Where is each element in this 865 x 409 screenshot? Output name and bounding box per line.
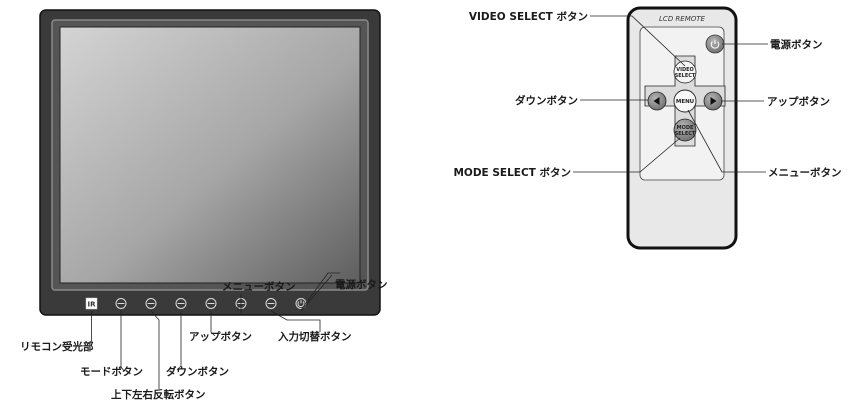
label-power-button: 電源ボタン bbox=[335, 278, 388, 291]
remote-title: LCD REMOTE bbox=[659, 15, 706, 23]
monitor-screen bbox=[59, 26, 361, 284]
remote-leaders bbox=[573, 15, 768, 173]
remote-menu-text: MENU bbox=[676, 99, 694, 105]
remote-control: LCD REMOTE VIDEO SELECT MENU MODE SELECT bbox=[573, 6, 768, 250]
remote-mode-select-text: MODE bbox=[677, 125, 694, 131]
remote-mode-select-button[interactable] bbox=[673, 118, 697, 142]
remote-video-select-text: VIDEO bbox=[676, 67, 694, 73]
label-remote-down-button: ダウンボタン bbox=[515, 94, 578, 107]
monitor-leaders bbox=[86, 272, 340, 389]
ir-receiver bbox=[85, 297, 98, 310]
remote-menu-button[interactable] bbox=[673, 89, 697, 113]
label-down-button: ダウンボタン bbox=[166, 365, 229, 378]
ir-icon: IR bbox=[88, 301, 97, 309]
monitor: IR bbox=[39, 9, 381, 389]
remote-video-select-button[interactable] bbox=[673, 60, 697, 84]
label-up-button: アップボタン bbox=[189, 330, 252, 343]
flip-button[interactable] bbox=[145, 298, 157, 309]
label-remote-menu-button: メニューボタン bbox=[768, 166, 842, 179]
label-mode-button: モードボタン bbox=[80, 365, 143, 378]
input-button[interactable] bbox=[265, 298, 277, 309]
label-remote-up-button: アップボタン bbox=[767, 95, 830, 108]
label-flip-button: 上下左右反転ボタン bbox=[111, 388, 206, 401]
remote-power-icon bbox=[710, 41, 720, 49]
left-arrow-icon bbox=[653, 97, 660, 105]
right-arrow-icon bbox=[710, 97, 717, 105]
remote-mode-select-text-2: SELECT bbox=[675, 131, 696, 137]
label-mode-select-button: MODE SELECT ボタン bbox=[453, 166, 571, 179]
label-input-button: 入力切替ボタン bbox=[278, 330, 352, 343]
down-button[interactable] bbox=[175, 298, 187, 309]
remote-video-select-text-2: SELECT bbox=[675, 73, 696, 79]
label-menu-button: メニューボタン bbox=[222, 280, 296, 293]
label-video-select-button: VIDEO SELECT ボタン bbox=[469, 10, 588, 23]
up-button[interactable] bbox=[205, 298, 217, 309]
mode-button[interactable] bbox=[115, 298, 127, 309]
label-remote-power-button: 電源ボタン bbox=[770, 38, 823, 51]
label-ir-receiver: リモコン受光部 bbox=[20, 340, 94, 353]
power-icon bbox=[297, 301, 305, 308]
